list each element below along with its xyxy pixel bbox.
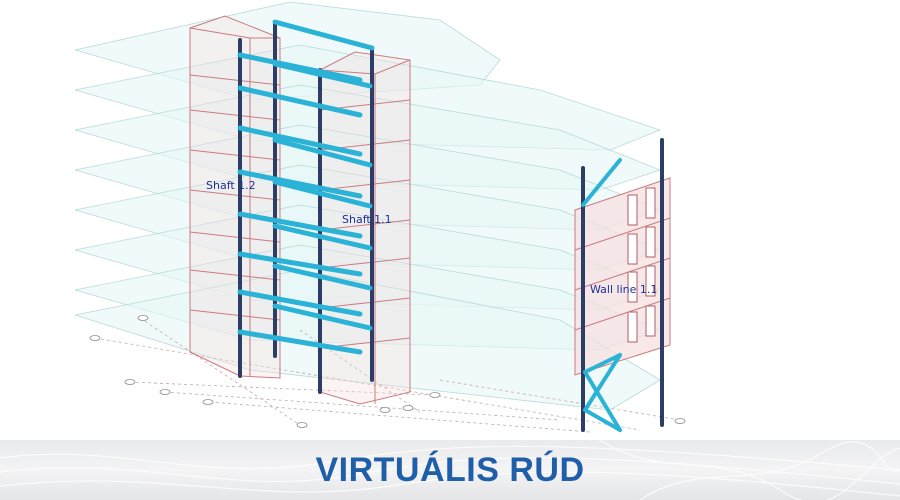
model-viewport[interactable]: Shaft 1.2 Shaft 1.1 Wall line 1.1 [0, 0, 900, 440]
shaft-1-2-label: Shaft 1.2 [206, 179, 256, 192]
structural-model: Shaft 1.2 Shaft 1.1 Wall line 1.1 [74, 1, 686, 439]
wall-line-label: Wall line 1.1 [590, 283, 657, 296]
shaft-1-1-label: Shaft 1.1 [342, 213, 392, 226]
wall-line-1-1 [574, 138, 671, 439]
page-title: VIRTUÁLIS RÚD [315, 451, 585, 489]
shaft-1-2-frame [189, 15, 281, 379]
beams [237, 19, 375, 355]
grid-markers [89, 315, 686, 428]
banner-wave-pattern [0, 440, 900, 500]
wall-openings [627, 187, 656, 343]
title-banner: VIRTUÁLIS RÚD [0, 440, 900, 500]
